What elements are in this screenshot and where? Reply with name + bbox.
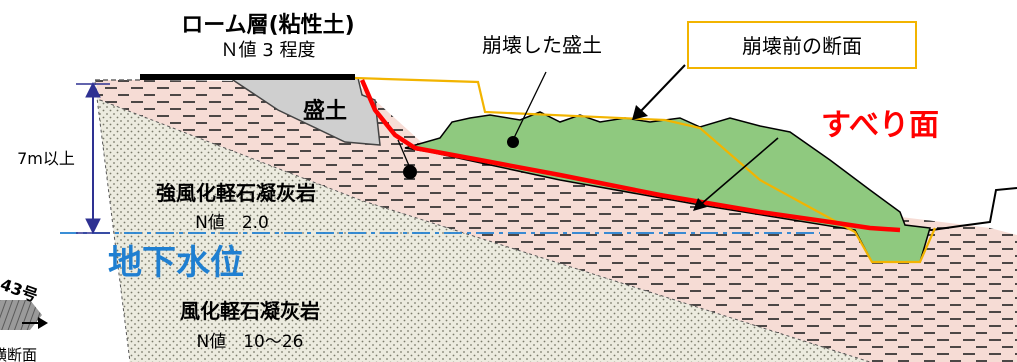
loam-layer: [140, 74, 355, 80]
slip-surface-leader-arrow: [693, 137, 779, 211]
loam-leader: [397, 139, 411, 169]
pre-collapse-section-outline: [354, 76, 937, 264]
loam-n-value: Ｎ値 3 程度: [221, 40, 316, 61]
layer-boundary-line: [94, 81, 871, 362]
height-dimension-arrow: [76, 81, 110, 235]
route-sign-fragment: [0, 300, 48, 330]
slip-surface-line: [359, 79, 901, 233]
section-label-fragment: 横断面: [0, 346, 37, 362]
strong-weathered-layer-label: 強風化軽石凝灰岩: [156, 181, 316, 205]
strong-weathered-n-value: N値 2.0: [195, 213, 269, 233]
before-section-label: 崩壊前の断面: [742, 34, 862, 58]
collapsed-fill-marker: [507, 136, 519, 148]
slip-surface-label: すべり面: [821, 108, 939, 143]
loam-marker: [403, 165, 417, 179]
height-label: 7m以上: [17, 149, 75, 168]
collapsed-fill-leader: [512, 71, 547, 141]
collapsed-fill-label: 崩壊した盛土: [482, 33, 602, 57]
strong-weathered-pumice-tuff-layer: [95, 80, 1017, 362]
fill-embankment: [227, 77, 381, 146]
before-section-leader-arrow: [632, 64, 686, 120]
weathered-pumice-tuff-layer: [95, 82, 870, 362]
groundwater-label: 地下水位: [108, 243, 244, 283]
before-section-label-box: [687, 21, 917, 69]
fill-label: 盛土: [303, 98, 347, 124]
weathered-n-value: N値 10～26: [197, 332, 304, 352]
loam-layer-title: ローム層(粘性土): [181, 13, 354, 38]
weathered-layer-label: 風化軽石凝灰岩: [180, 299, 320, 323]
